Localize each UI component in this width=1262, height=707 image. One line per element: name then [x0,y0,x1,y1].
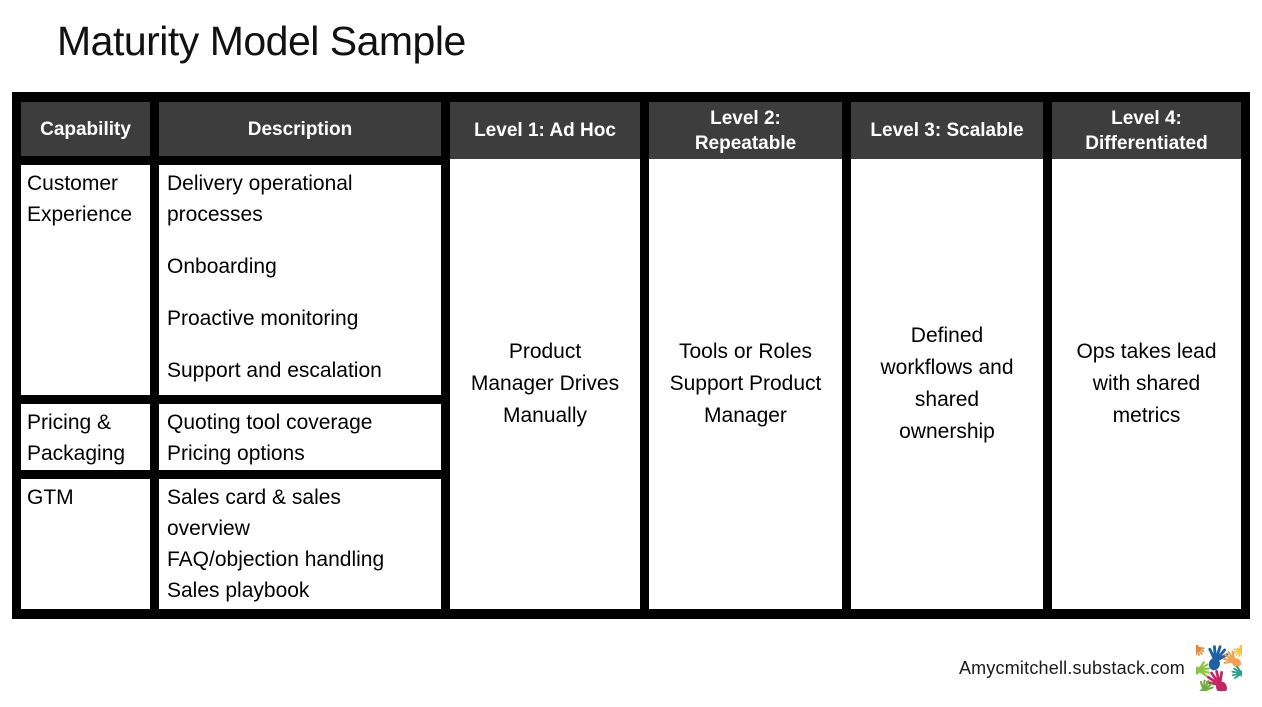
description-item: FAQ/objection handling [167,548,385,571]
column-level-3: Level 3: Scalable Defined workflows and … [851,102,1043,609]
description-item: Delivery operational processes [167,172,353,226]
column-header-label-line: Level 2: [710,107,781,129]
column-header-level-3: Level 3: Scalable [851,102,1043,159]
column-header-label-line: Level 4: [1111,107,1182,129]
description-cell-pricing-packaging: Quoting tool coverage Pricing options [159,404,441,470]
description-item: Sales playbook [167,579,310,602]
description-cell-customer-experience: Delivery operational processes Onboardin… [159,165,441,395]
column-header-label-line: Level 3: Scalable [870,120,1024,141]
level-3-text: Defined workflows and shared ownership [880,324,1014,443]
column-level-2: Level 2: Repeatable Tools or Roles Suppo… [649,102,842,609]
column-header-label: Description [247,118,353,140]
column-header-label-line: Level 1: Ad Hoc [474,120,616,141]
level-4-cell: Ops takes lead with shared metrics [1052,159,1241,609]
level-1-text: Product Manager Drives Manually [470,340,620,427]
capability-cell-customer-experience: Customer Experience [21,165,150,395]
column-header-description: Description [159,102,441,156]
column-header-level-2: Level 2: Repeatable [649,102,842,159]
column-header-label-line: Differentiated [1085,132,1208,154]
capability-cell-pricing-packaging: Pricing & Packaging [21,404,150,470]
column-level-1: Level 1: Ad Hoc Product Manager Drives M… [450,102,640,609]
column-header-label: Capability [40,118,131,140]
substack-url-text: Amycmitchell.substack.com [958,657,1185,678]
level-2-text: Tools or Roles Support Product Manager [669,340,822,427]
level-3-cell: Defined workflows and shared ownership [851,159,1043,609]
level-2-cell: Tools or Roles Support Product Manager [649,159,842,609]
description-item: Proactive monitoring [167,307,359,330]
description-item: Onboarding [167,255,277,278]
description-item: Quoting tool coverage [167,411,373,434]
description-item: Support and escalation [167,359,382,382]
column-header-level-1: Level 1: Ad Hoc [450,102,640,159]
column-header-label-line: Repeatable [694,132,797,154]
level-4-text: Ops takes lead with shared metrics [1076,340,1217,427]
page-title: Maturity Model Sample [57,18,466,64]
description-cell-gtm: Sales card & sales overview FAQ/objectio… [159,479,441,609]
column-level-4: Level 4: Differentiated Ops takes lead w… [1052,102,1241,609]
column-header-capability: Capability [21,102,150,156]
column-header-level-4: Level 4: Differentiated [1052,102,1241,159]
description-item: Pricing options [167,442,305,465]
maturity-table: Capability Description Level 1: Ad Hoc P… [12,92,1250,619]
footer: Amycmitchell.substack.com [959,644,1242,692]
colorful-hands-logo-icon [1196,645,1242,691]
description-item: Sales card & sales overview [167,486,341,540]
capability-cell-gtm: GTM [21,479,150,609]
level-1-cell: Product Manager Drives Manually [450,159,640,609]
